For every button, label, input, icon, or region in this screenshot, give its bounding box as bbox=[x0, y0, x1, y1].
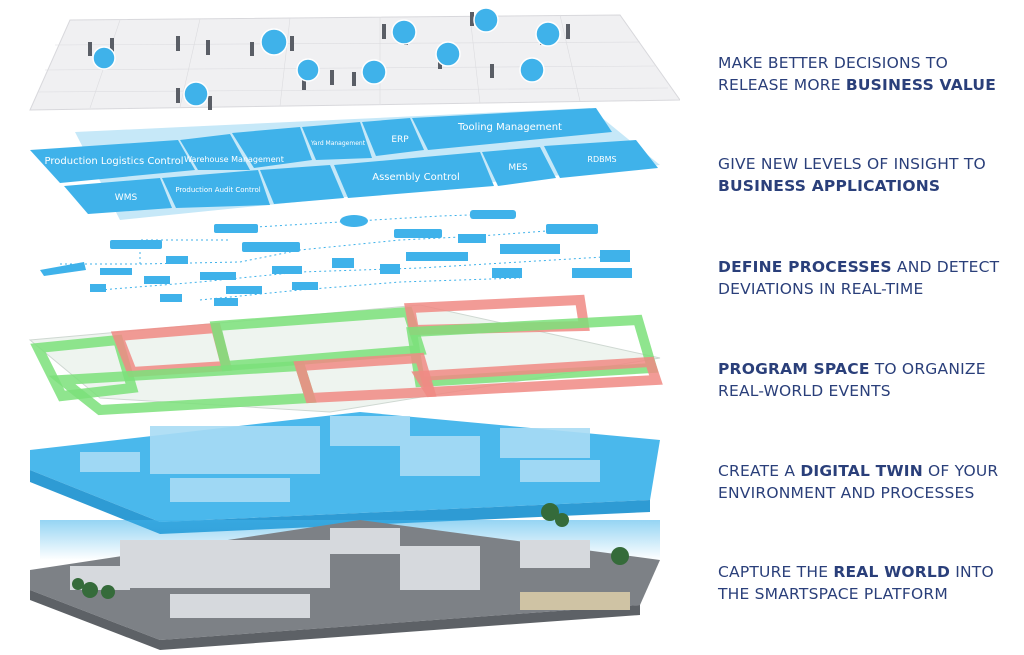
app-wms: WMS bbox=[115, 193, 138, 203]
app-tooling: Tooling Management bbox=[457, 122, 562, 133]
app-warehouse: Warehouse Management bbox=[184, 155, 284, 164]
applications-layer: Production Logistics Control Warehouse M… bbox=[30, 108, 660, 220]
caption-define-processes: DEFINE PROCESSES AND DETECT DEVIATIONS I… bbox=[718, 258, 1000, 298]
app-audit: Production Audit Control bbox=[175, 186, 260, 194]
app-erp: ERP bbox=[391, 135, 409, 145]
app-production-logistics: Production Logistics Control bbox=[45, 156, 184, 167]
people-layer bbox=[29, 7, 680, 111]
platform-layers-illustration: Production Logistics Control Warehouse M… bbox=[28, 7, 680, 650]
process-flow-layer bbox=[40, 210, 632, 306]
caption-digital-twin: CREATE A DIGITAL TWIN OF YOUR ENVIRONMEN… bbox=[718, 462, 999, 502]
app-rdbms: RDBMS bbox=[587, 155, 616, 164]
caption-business-applications: GIVE NEW LEVELS OF INSIGHT TO BUSINESS A… bbox=[718, 155, 986, 195]
caption-business-value: MAKE BETTER DECISIONS TO RELEASE MORE BU… bbox=[718, 54, 996, 94]
real-world-layer bbox=[30, 503, 660, 650]
app-assembly: Assembly Control bbox=[372, 172, 460, 183]
caption-program-space: PROGRAM SPACE TO ORGANIZE REAL-WORLD EVE… bbox=[718, 360, 986, 400]
app-mes: MES bbox=[508, 163, 527, 173]
app-yard: Yard Management bbox=[310, 140, 366, 147]
program-space-layer bbox=[28, 294, 663, 416]
caption-real-world: CAPTURE THE REAL WORLD INTO THE SMARTSPA… bbox=[718, 563, 994, 603]
